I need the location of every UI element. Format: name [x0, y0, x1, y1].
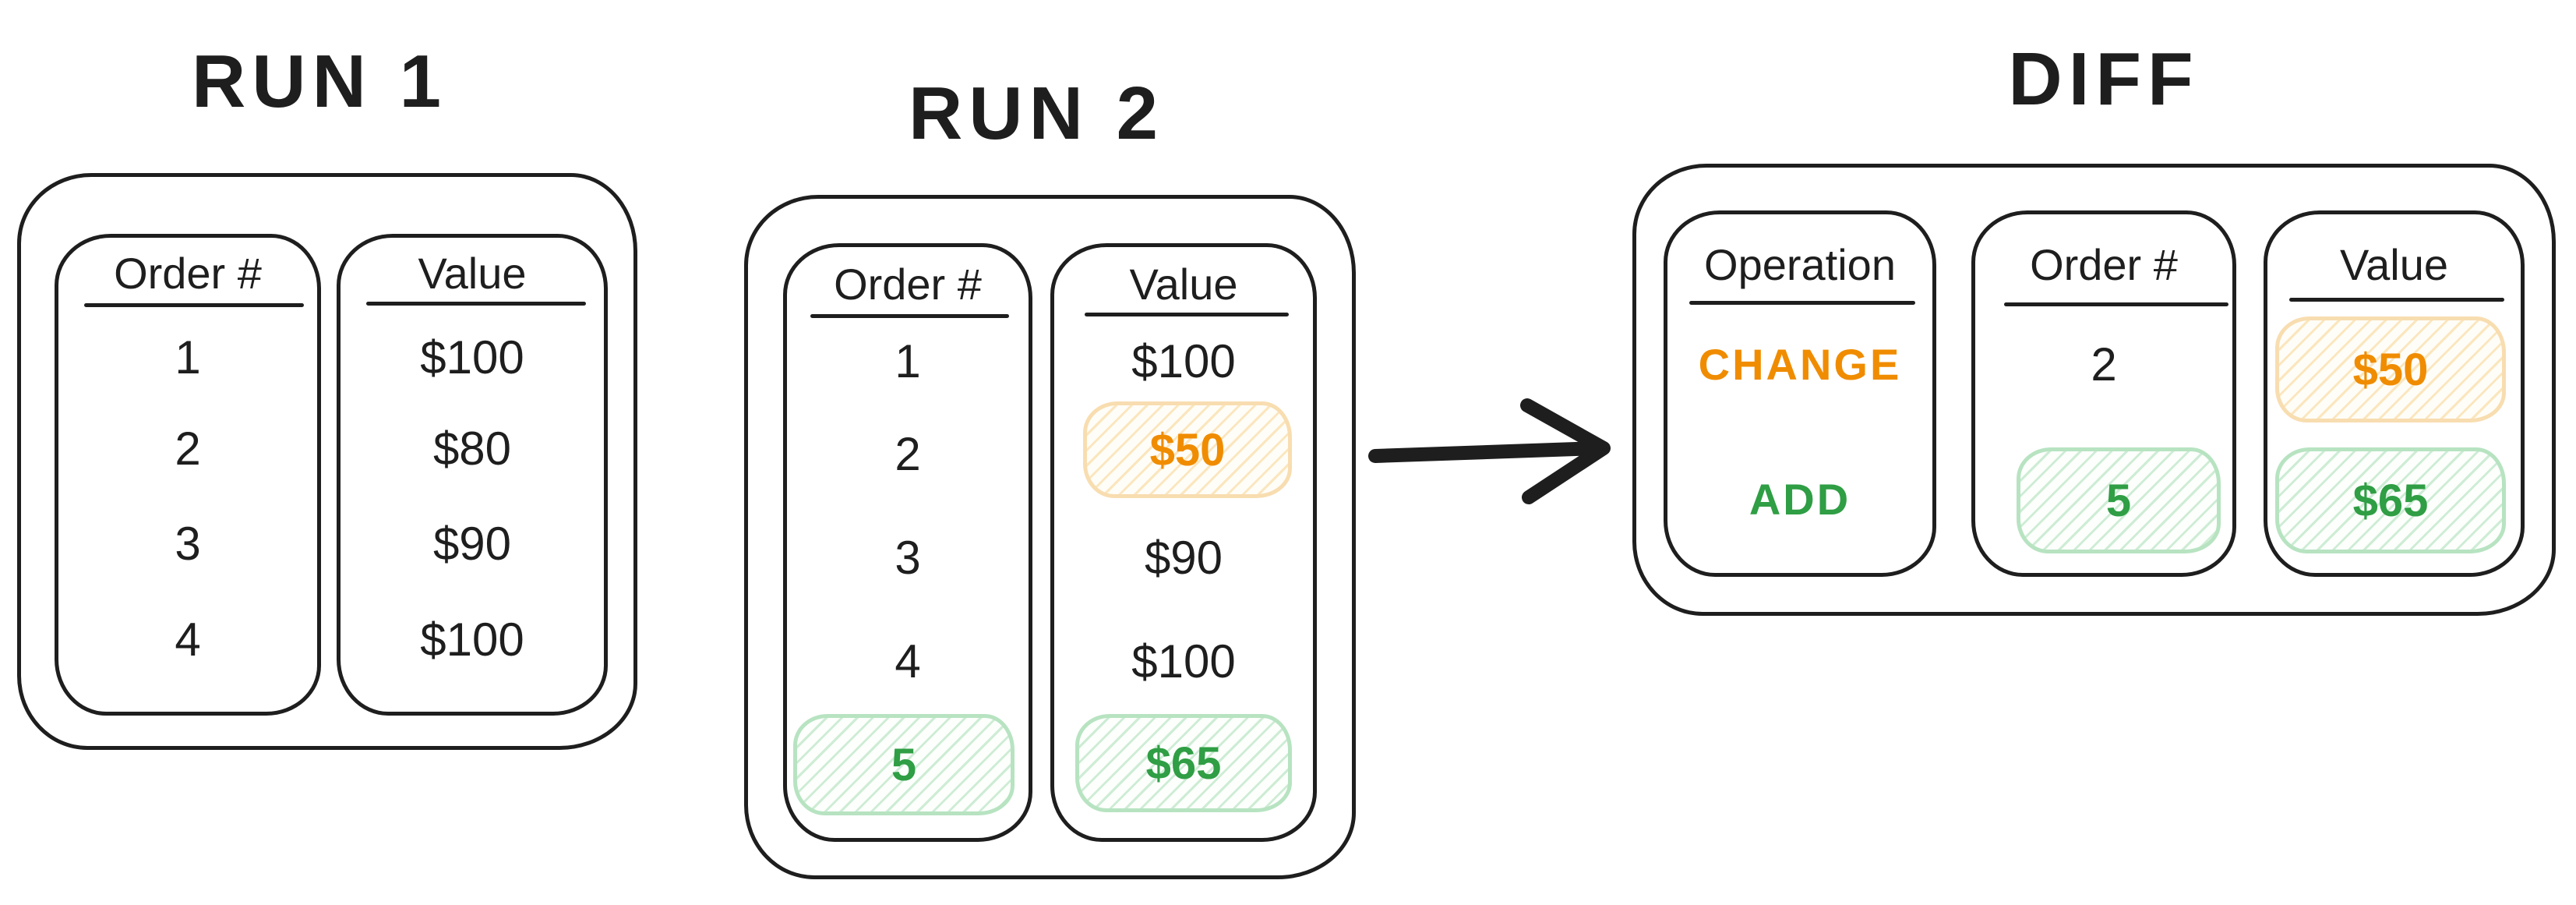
run1-order-column	[55, 234, 321, 716]
right-arrow-icon	[1368, 398, 1611, 504]
run1-title: RUN 1	[191, 40, 448, 123]
header-underline	[2004, 302, 2228, 306]
run1-value-column	[337, 234, 608, 716]
run2-row4-value-cell: $100	[1131, 635, 1236, 688]
run2-changed-value-cell: $50	[1083, 401, 1292, 498]
run1-row1-value-cell: $100	[420, 331, 524, 384]
run1-row3-order-cell: 3	[175, 517, 201, 570]
diff-order-column	[1971, 210, 2236, 577]
run2-row3-value-cell: $90	[1144, 531, 1223, 584]
diff-change-order-cell: 2	[2091, 338, 2117, 391]
run1-row4-order-cell: 4	[175, 613, 201, 666]
diff-value-column	[2264, 210, 2525, 577]
diff-order-header: Order #	[2030, 239, 2178, 289]
header-underline	[2289, 298, 2504, 302]
run1-table	[17, 173, 637, 750]
run1-order-header: Order #	[114, 248, 262, 298]
header-underline	[366, 302, 586, 306]
run2-row4-order-cell: 4	[895, 635, 921, 688]
run2-table	[744, 195, 1356, 879]
run1-row3-value-cell: $90	[432, 517, 512, 570]
diff-change-operation-cell: CHANGE	[1698, 339, 1902, 389]
diff-add-value-cell: $65	[2275, 447, 2506, 553]
run2-row3-order-cell: 3	[895, 531, 921, 584]
header-underline	[1085, 313, 1289, 316]
run2-added-value-cell: $65	[1075, 714, 1292, 812]
header-underline	[84, 303, 304, 307]
diff-operation-header: Operation	[1704, 239, 1896, 289]
run2-value-column	[1050, 243, 1317, 842]
run2-added-order-cell: 5	[793, 714, 1015, 815]
diff-change-value-cell: $50	[2275, 316, 2506, 422]
diff-add-operation-cell: ADD	[1749, 474, 1851, 524]
run2-value-header: Value	[1129, 259, 1238, 309]
run1-row1-order-cell: 1	[175, 331, 201, 384]
run1-row4-value-cell: $100	[420, 613, 524, 666]
diff-operation-column	[1664, 210, 1936, 577]
run2-row1-order-cell: 1	[895, 334, 921, 387]
diff-title: DIFF	[2008, 37, 2200, 121]
diff-add-order-cell: 5	[2017, 447, 2221, 553]
run2-row1-value-cell: $100	[1131, 334, 1236, 387]
run2-order-column	[783, 243, 1032, 842]
header-underline	[810, 314, 1009, 318]
run2-order-header: Order #	[834, 259, 982, 309]
run1-row2-order-cell: 2	[175, 422, 201, 475]
diff-value-header: Value	[2339, 239, 2449, 289]
run2-row2-order-cell: 2	[895, 427, 921, 480]
header-underline	[1689, 301, 1915, 305]
run1-row2-value-cell: $80	[432, 422, 512, 475]
run2-title: RUN 2	[908, 72, 1165, 155]
run1-value-header: Value	[418, 248, 527, 298]
diff-table	[1632, 164, 2556, 616]
